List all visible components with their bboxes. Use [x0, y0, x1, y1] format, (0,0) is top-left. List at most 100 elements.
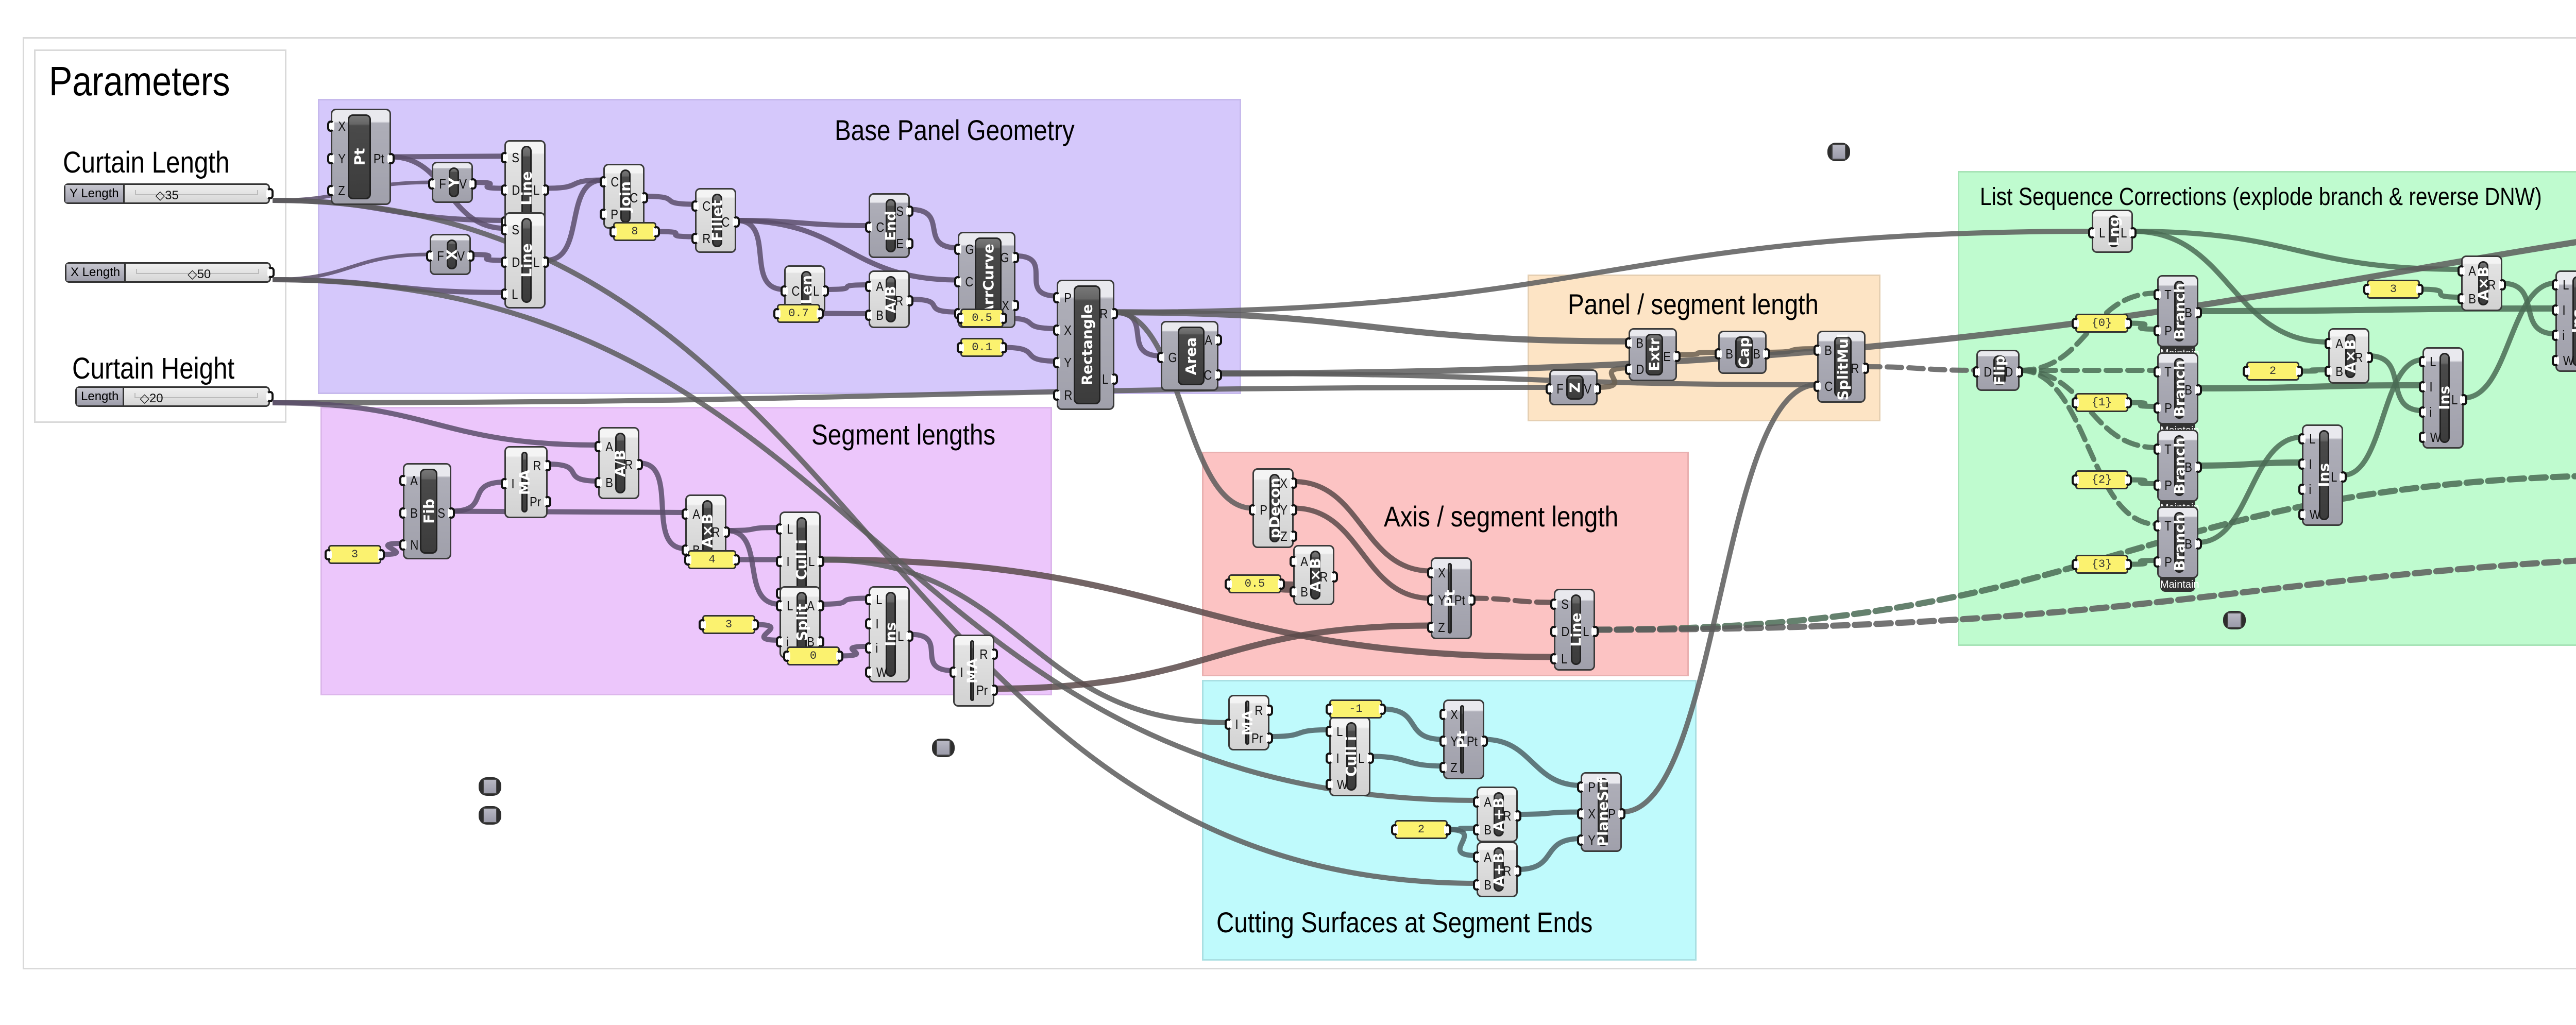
output-grip[interactable]	[1290, 531, 1297, 542]
input-grip[interactable]	[2298, 484, 2306, 496]
input-grip[interactable]	[501, 224, 508, 236]
output-grip[interactable]	[817, 555, 824, 567]
output-grip[interactable]	[906, 630, 913, 642]
wire-relay[interactable]	[479, 806, 501, 825]
input-grip[interactable]	[2325, 338, 2332, 349]
input-grip[interactable]	[501, 152, 508, 164]
input-grip[interactable]	[781, 285, 788, 297]
output-grip[interactable]	[2195, 538, 2202, 550]
input-grip[interactable]	[2419, 432, 2426, 443]
input-grip[interactable]	[2243, 365, 2250, 377]
output-grip[interactable]	[2129, 227, 2137, 238]
output-grip[interactable]	[2416, 283, 2424, 295]
slider-value[interactable]: ◇50	[188, 267, 211, 281]
output-grip[interactable]	[1367, 752, 1374, 764]
y-length-slider[interactable]: Y Length ◇35	[64, 183, 274, 204]
input-grip[interactable]	[1326, 779, 1333, 791]
panel-rect-y[interactable]: 0.1	[957, 338, 1007, 357]
output-grip[interactable]	[467, 250, 474, 262]
output-grip[interactable]	[2195, 307, 2202, 318]
output-grip[interactable]	[1111, 308, 1118, 320]
input-grip[interactable]	[2154, 520, 2161, 532]
input-grip[interactable]	[1290, 586, 1297, 597]
output-grip[interactable]	[1862, 363, 1869, 374]
input-grip[interactable]	[954, 276, 961, 287]
input-grip[interactable]	[600, 176, 607, 187]
output-grip[interactable]	[1481, 735, 1488, 747]
output-grip[interactable]	[2125, 474, 2132, 486]
output-grip[interactable]	[1290, 504, 1297, 516]
output-grip[interactable]	[906, 295, 913, 306]
input-grip[interactable]	[2072, 317, 2079, 329]
input-grip[interactable]	[1326, 703, 1333, 715]
slider-value[interactable]: ◇35	[155, 189, 179, 202]
output-grip[interactable]	[822, 285, 829, 297]
output-grip[interactable]	[636, 459, 643, 470]
input-grip[interactable]	[426, 250, 433, 262]
input-grip[interactable]	[2298, 509, 2306, 521]
panel-fillet-radius[interactable]: 8	[609, 222, 660, 241]
input-grip[interactable]	[2154, 443, 2161, 455]
input-grip[interactable]	[1546, 383, 1553, 395]
input-grip[interactable]	[2419, 381, 2426, 392]
input-grip[interactable]	[501, 478, 508, 489]
input-grip[interactable]	[691, 232, 699, 244]
output-grip[interactable]	[1379, 703, 1386, 715]
output-grip[interactable]	[266, 391, 274, 402]
input-grip[interactable]	[399, 475, 406, 487]
input-grip[interactable]	[2325, 366, 2332, 377]
input-grip[interactable]	[501, 288, 508, 300]
input-grip[interactable]	[2298, 458, 2306, 470]
panel-path2[interactable]: {2}	[2072, 470, 2132, 489]
input-grip[interactable]	[1439, 762, 1447, 774]
output-grip[interactable]	[2340, 471, 2347, 483]
output-grip[interactable]	[991, 648, 998, 660]
input-grip[interactable]	[501, 184, 508, 196]
input-grip[interactable]	[399, 507, 406, 519]
input-grip[interactable]	[865, 281, 872, 292]
output-grip[interactable]	[469, 178, 477, 190]
group-list-sequence[interactable]: List Sequence Corrections (explode branc…	[1958, 171, 2576, 646]
input-grip[interactable]	[2552, 279, 2559, 291]
output-grip[interactable]	[653, 226, 660, 237]
output-grip[interactable]	[378, 549, 385, 560]
input-grip[interactable]	[865, 618, 872, 630]
input-grip[interactable]	[2154, 289, 2161, 300]
input-grip[interactable]	[1225, 578, 1232, 590]
output-grip[interactable]	[387, 152, 395, 164]
input-grip[interactable]	[501, 256, 508, 268]
slider-value[interactable]: ◇20	[140, 391, 163, 405]
input-grip[interactable]	[1473, 851, 1480, 863]
input-grip[interactable]	[957, 312, 964, 324]
input-grip[interactable]	[327, 184, 334, 196]
output-grip[interactable]	[1673, 350, 1681, 362]
output-grip[interactable]	[752, 619, 759, 630]
output-grip[interactable]	[2366, 352, 2373, 363]
input-grip[interactable]	[1625, 337, 1632, 349]
input-grip[interactable]	[1473, 879, 1480, 891]
slider-track[interactable]: ◇35	[125, 185, 268, 202]
input-grip[interactable]	[776, 636, 783, 647]
input-grip[interactable]	[2419, 355, 2426, 367]
input-grip[interactable]	[2154, 556, 2161, 568]
output-grip[interactable]	[1012, 251, 1019, 263]
output-grip[interactable]	[1444, 824, 1451, 835]
x-length-slider[interactable]: X Length ◇50	[65, 262, 275, 283]
output-grip[interactable]	[991, 685, 998, 696]
input-grip[interactable]	[2154, 402, 2161, 414]
output-grip[interactable]	[1468, 594, 1476, 606]
wire-relay[interactable]	[932, 739, 955, 757]
